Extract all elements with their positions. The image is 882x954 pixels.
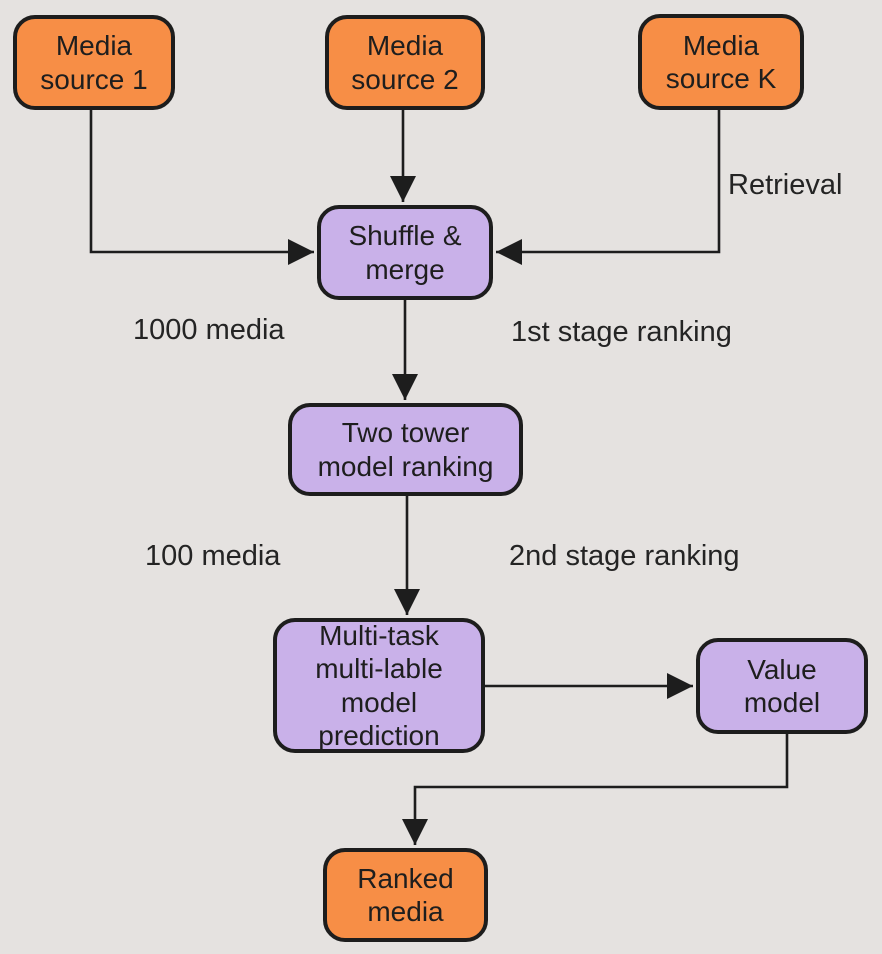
- node-media-source-1: Media source 1: [13, 15, 175, 110]
- node-value-model: Value model: [696, 638, 868, 734]
- node-multi-task: Multi-task multi-lable model prediction: [273, 618, 485, 753]
- node-shuffle-merge: Shuffle & merge: [317, 205, 493, 300]
- node-media-source-k-label: Media source K: [665, 29, 777, 94]
- node-media-source-1-label: Media source 1: [40, 30, 148, 95]
- node-two-tower: Two tower model ranking: [288, 403, 523, 496]
- node-multi-task-label: Multi-task multi-lable model prediction: [315, 620, 443, 751]
- node-media-source-k: Media source K: [638, 14, 804, 110]
- edge-label-2nd-stage-ranking: 2nd stage ranking: [509, 540, 740, 572]
- edge-label-1st-stage-ranking: 1st stage ranking: [511, 316, 732, 348]
- node-shuffle-merge-label: Shuffle & merge: [348, 220, 462, 285]
- edge-label-retrieval: Retrieval: [728, 169, 843, 201]
- node-two-tower-label: Two tower model ranking: [317, 417, 494, 482]
- node-media-source-2: Media source 2: [325, 15, 485, 110]
- arrow-media-source-1-to-shuffle: [89, 110, 314, 265]
- node-ranked-media-label: Ranked media: [357, 862, 454, 927]
- node-media-source-2-label: Media source 2: [351, 30, 459, 95]
- node-ranked-media: Ranked media: [323, 848, 488, 942]
- edge-label-1000-media: 1000 media: [133, 314, 285, 346]
- node-value-model-label: Value model: [743, 653, 821, 718]
- edge-label-100-media: 100 media: [145, 540, 281, 572]
- arrow-media-source-k-to-shuffle: [496, 110, 721, 265]
